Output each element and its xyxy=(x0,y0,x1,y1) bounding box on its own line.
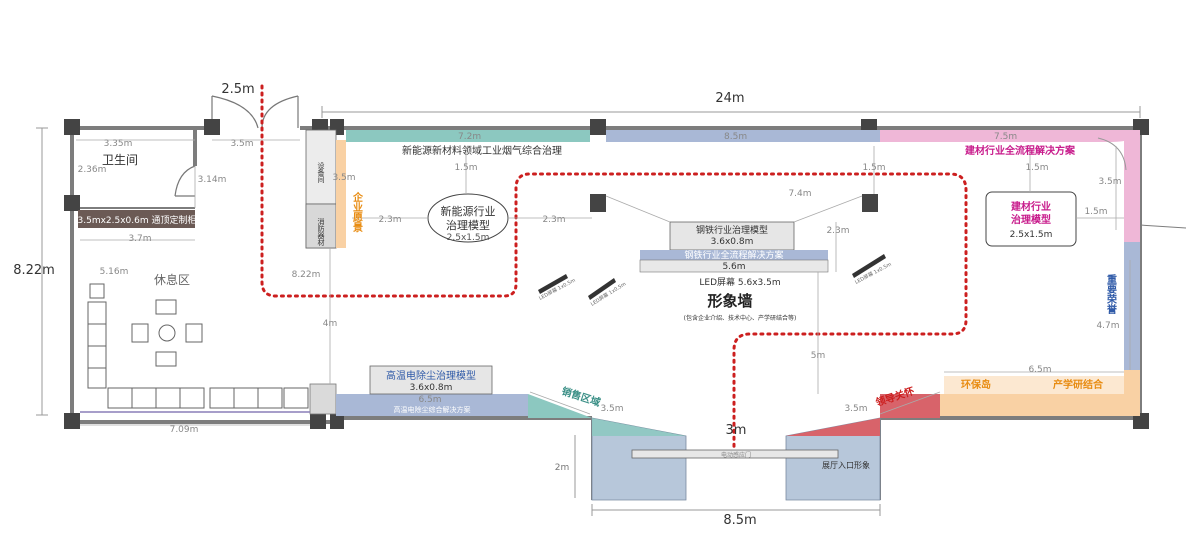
auto-door-label: 电动感应门 xyxy=(721,451,751,459)
dim-1-5-right: 1.5m xyxy=(1084,207,1107,217)
new-energy-sub: 治理模型 xyxy=(446,218,490,232)
lounge-furniture xyxy=(80,283,310,413)
dim-7-4: 7.4m xyxy=(788,189,811,199)
band-new-energy xyxy=(346,130,590,142)
new-energy-size: 2.5x1.5m xyxy=(447,233,490,243)
entrance-left xyxy=(591,417,687,501)
leader-care-block xyxy=(880,394,940,418)
hot-model xyxy=(369,365,493,395)
band-env-strip xyxy=(944,376,1124,394)
zone-building: 建材行业全流程解决方案 xyxy=(964,144,1076,157)
building-size: 2.5x1.5m xyxy=(1010,230,1053,240)
visit-route xyxy=(260,84,968,450)
dim-5-16: 5.16m xyxy=(100,267,129,277)
dim-3-5-right: 3.5m xyxy=(1098,177,1121,187)
dim-1-5-b: 1.5m xyxy=(862,163,885,173)
dim-top-total: 24m xyxy=(715,91,744,106)
fire-equipment-label: 消防器材 xyxy=(317,217,325,246)
dim-4m: 4m xyxy=(323,319,338,329)
vision-strip xyxy=(336,140,346,248)
dim-7-09: 7.09m xyxy=(170,425,199,435)
sales-slope xyxy=(528,394,592,418)
band-env-island xyxy=(940,394,1140,416)
custom-cabinet xyxy=(78,210,195,228)
new-energy-title: 新能源行业 xyxy=(441,204,496,218)
band-honor xyxy=(1124,242,1140,370)
door-swings xyxy=(174,95,299,197)
led-main-label: LED屏幕 5.6x3.5m xyxy=(699,276,780,288)
dim-3-14: 3.14m xyxy=(198,175,227,185)
models xyxy=(369,191,1077,395)
lounge-label: 休息区 xyxy=(154,272,190,287)
zone-honor: 重要荣誉 xyxy=(1105,273,1118,315)
dim-8-22-inner: 8.22m xyxy=(292,270,321,280)
dim-1-5-a: 1.5m xyxy=(454,163,477,173)
dim-entrance-depth: 2m xyxy=(555,463,570,473)
band-building xyxy=(880,130,1128,142)
dim-1-5-c: 1.5m xyxy=(1025,163,1048,173)
guide-lines xyxy=(76,139,1131,426)
zone-new-energy: 新能源新材料领域工业烟气综合治理 xyxy=(402,144,562,157)
auto-door xyxy=(631,449,839,459)
band-right-pink xyxy=(1124,130,1140,242)
dim-8-5-top: 8.5m xyxy=(724,132,747,142)
dim-2-36: 2.36m xyxy=(78,165,107,175)
vision-label: 企业愿景 xyxy=(351,191,364,233)
dim-bottom-total: 8.5m xyxy=(723,513,756,528)
building-model xyxy=(985,191,1077,247)
image-wall-note: (包含企业介绍、技术中心、产学研结合等) xyxy=(684,314,797,322)
dim-4-7: 4.7m xyxy=(1096,321,1119,331)
steel-title: 钢铁行业治理模型 xyxy=(696,224,768,236)
led-small-screens xyxy=(538,254,886,300)
band-hot-dust xyxy=(336,394,528,416)
dimension-labels: 24m 2.5m 8.22m 8.5m 3m 2m xyxy=(13,82,756,528)
dim-3-5-leader: 3.5m xyxy=(844,404,867,414)
hot-size: 3.6x0.8m xyxy=(410,383,453,393)
cabinet-label: 3.5mx2.5x0.6m 通顶定制柜 xyxy=(78,214,197,226)
dim-3-7: 3.7m xyxy=(128,234,151,244)
band-center xyxy=(606,130,880,142)
dim-5m: 5m xyxy=(811,351,826,361)
dim-6-5-hot: 6.5m xyxy=(418,395,441,405)
hot-band-label: 高温电除尘综合解决方案 xyxy=(394,405,471,414)
dim-2-3-mid: 2.3m xyxy=(542,215,565,225)
zone-industry-academy: 产学研结合 xyxy=(1053,378,1104,391)
dim-7-5: 7.5m xyxy=(994,132,1017,142)
restroom-label: 卫生间 xyxy=(102,153,138,167)
equipment-room-label: 设备间 xyxy=(317,161,325,184)
steel-band xyxy=(640,250,828,260)
small-dimension-labels: 3.35m 3.5m 2.36m 3.14m 3.7m 5.16m 7.09m … xyxy=(78,132,1122,435)
dim-3-5-storage: 3.5m xyxy=(332,173,355,183)
hot-title: 高温电除尘治理模型 xyxy=(386,369,476,382)
dim-height-total: 8.22m xyxy=(13,263,55,278)
building-title: 建材行业 xyxy=(1010,200,1051,213)
dim-7-2: 7.2m xyxy=(458,132,481,142)
dim-door-top: 2.5m xyxy=(221,82,254,97)
dim-2-3-center: 2.3m xyxy=(826,226,849,236)
entrance-right xyxy=(785,417,881,501)
zone-env-island: 环保岛 xyxy=(961,378,991,391)
dimension-lines xyxy=(36,106,1141,516)
dim-3-5-top: 3.5m xyxy=(230,139,253,149)
bottom-bands xyxy=(309,383,940,501)
steel-size: 3.6x0.8m xyxy=(711,237,754,247)
dim-3-35: 3.35m xyxy=(104,139,133,149)
wall-bands xyxy=(305,129,1140,416)
image-wall-title: 形象墙 xyxy=(707,292,752,310)
building-sub: 治理模型 xyxy=(1011,213,1051,226)
entrance-label: 展厅入口形象 xyxy=(822,460,870,470)
steel-band-label: 钢铁行业全流程解决方案 xyxy=(684,249,783,261)
steel-band-size: 5.6m xyxy=(722,262,745,272)
dim-6-5-right: 6.5m xyxy=(1028,365,1051,375)
dim-entrance-gap: 3m xyxy=(726,423,747,438)
band-right-orange xyxy=(1124,370,1140,394)
dim-2-3-left: 2.3m xyxy=(378,215,401,225)
dim-3-5-sales: 3.5m xyxy=(600,404,623,414)
leader-care-slope xyxy=(786,418,880,436)
